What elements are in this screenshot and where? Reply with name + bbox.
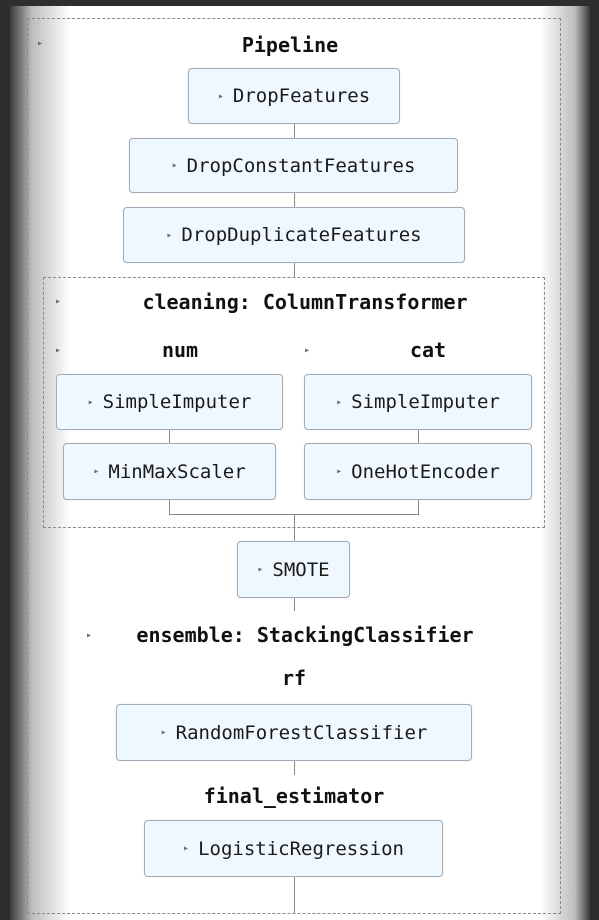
node-label: SMOTE	[272, 558, 330, 581]
node-label: LogisticRegression	[198, 837, 404, 860]
node-label: DropConstantFeatures	[186, 154, 416, 177]
cat-branch-label[interactable]: cat	[409, 338, 447, 362]
node-label: OneHotEncoder	[351, 460, 500, 483]
connector	[294, 514, 295, 541]
connector	[294, 124, 295, 138]
triangle-right-icon[interactable]: ▸	[55, 296, 62, 307]
triangle-right-icon: ▸	[160, 727, 167, 738]
connector	[418, 430, 419, 443]
final-estimator-label: final_estimator	[203, 784, 385, 808]
rf-estimator-label: rf	[281, 666, 307, 690]
triangle-right-icon: ▸	[87, 396, 94, 408]
triangle-right-icon[interactable]: ▸	[37, 38, 44, 49]
cat-simple-imputer-node[interactable]: ▸ SimpleImputer	[304, 374, 532, 430]
num-simple-imputer-node[interactable]: ▸ SimpleImputer	[56, 374, 283, 430]
connector	[294, 761, 295, 775]
triangle-right-icon[interactable]: ▸	[55, 345, 62, 356]
triangle-right-icon: ▸	[171, 160, 178, 171]
onehot-encoder-node[interactable]: ▸ OneHotEncoder	[304, 443, 532, 500]
triangle-right-icon: ▸	[217, 90, 224, 102]
node-label: SimpleImputer	[102, 391, 252, 413]
pipeline-title[interactable]: Pipeline	[241, 33, 339, 57]
node-label: RandomForestClassifier	[175, 721, 428, 744]
drop-duplicate-features-node[interactable]: ▸ DropDuplicateFeatures	[123, 207, 465, 263]
triangle-right-icon[interactable]: ▸	[304, 345, 311, 356]
connector	[169, 500, 170, 514]
connector	[418, 500, 419, 514]
triangle-right-icon: ▸	[257, 564, 264, 575]
connector	[169, 430, 170, 443]
num-branch-label[interactable]: num	[161, 338, 199, 362]
cleaning-title[interactable]: cleaning: ColumnTransformer	[142, 290, 468, 314]
triangle-right-icon: ▸	[93, 466, 100, 477]
drop-features-node[interactable]: ▸ DropFeatures	[188, 68, 400, 124]
logistic-regression-node[interactable]: ▸ LogisticRegression	[144, 820, 443, 877]
random-forest-node[interactable]: ▸ RandomForestClassifier	[116, 704, 472, 761]
node-label: DropFeatures	[232, 85, 371, 107]
node-label: SimpleImputer	[351, 391, 500, 413]
ensemble-title[interactable]: ensemble: StackingClassifier	[136, 623, 474, 647]
triangle-right-icon: ▸	[183, 843, 190, 854]
triangle-right-icon: ▸	[336, 466, 343, 477]
connector	[294, 193, 295, 207]
connector	[294, 598, 295, 611]
node-label: MinMaxScaler	[108, 460, 246, 483]
triangle-right-icon: ▸	[336, 396, 343, 408]
connector	[294, 263, 295, 277]
connector	[294, 877, 295, 914]
node-label: DropDuplicateFeatures	[181, 224, 422, 246]
drop-constant-features-node[interactable]: ▸ DropConstantFeatures	[129, 138, 458, 193]
minmax-scaler-node[interactable]: ▸ MinMaxScaler	[63, 443, 276, 500]
triangle-right-icon: ▸	[166, 229, 173, 241]
triangle-right-icon[interactable]: ▸	[86, 630, 93, 641]
smote-node[interactable]: ▸ SMOTE	[237, 541, 350, 598]
